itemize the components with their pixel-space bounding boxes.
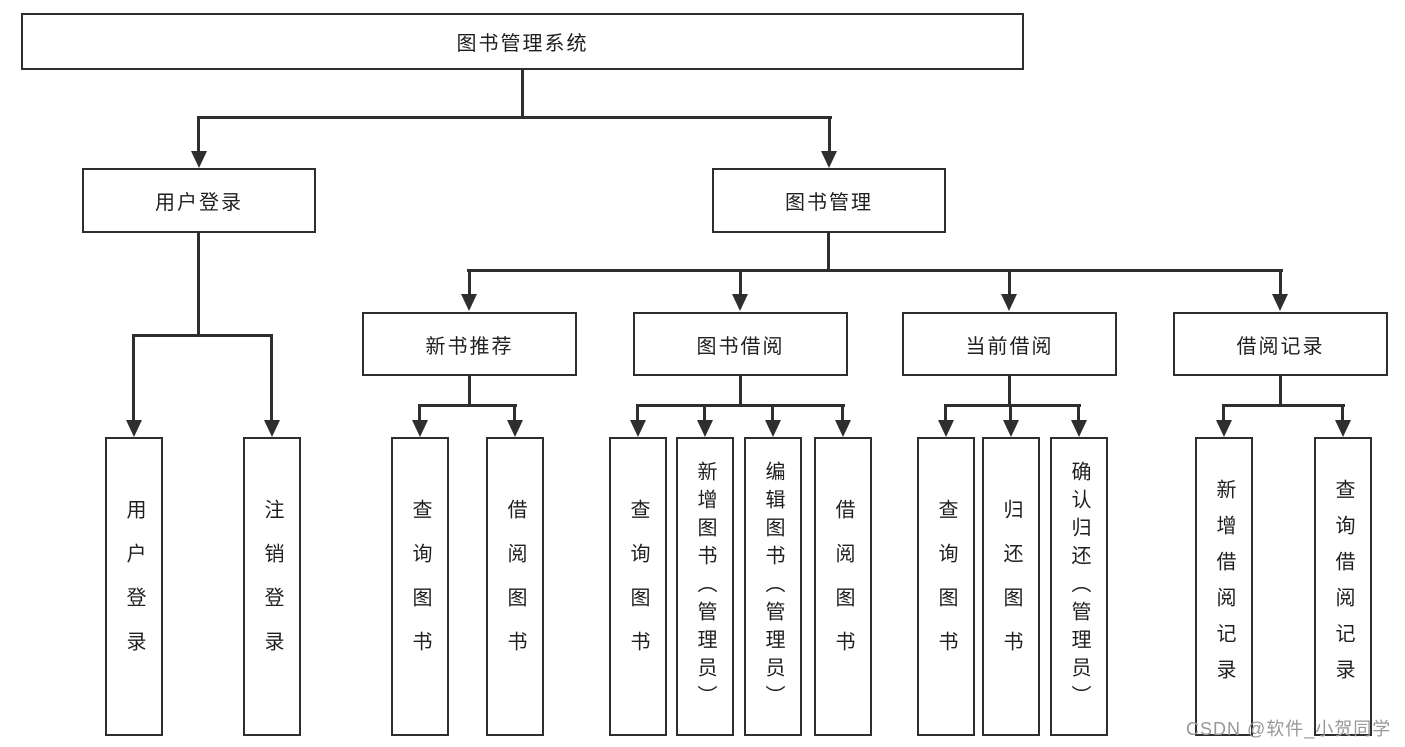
leaf-edit-book-admin: 编辑图书（管理员） (744, 437, 802, 736)
node-label: 图书管理系统 (456, 33, 589, 55)
connector-line (468, 269, 471, 297)
arrow-down-icon (1216, 420, 1232, 437)
arrow-down-icon (821, 151, 837, 168)
leaf-label: 借阅图书 (832, 498, 854, 675)
leaf-label: 编辑图书（管理员） (762, 460, 784, 713)
arrow-down-icon (191, 151, 207, 168)
connector-line (1279, 374, 1282, 407)
connector-line (132, 334, 135, 424)
leaf-confirm-return-admin: 确认归还（管理员） (1050, 437, 1108, 736)
node-book-management: 图书管理 (712, 168, 946, 233)
arrow-down-icon (412, 420, 428, 437)
arrow-down-icon (264, 420, 280, 437)
node-label: 当前借阅 (965, 335, 1054, 358)
leaf-label: 查询图书 (409, 498, 431, 675)
connector-line (197, 231, 200, 337)
arrow-down-icon (461, 294, 477, 311)
arrow-down-icon (1003, 420, 1019, 437)
node-borrow-records: 借阅记录 (1173, 312, 1388, 376)
connector-line (521, 68, 524, 119)
node-book-borrowing: 图书借阅 (633, 312, 848, 376)
leaf-borrow-book: 借阅图书 (814, 437, 872, 736)
node-label: 新书推荐 (425, 335, 514, 358)
connector-line (636, 404, 639, 424)
connector-line (636, 404, 845, 407)
arrow-down-icon (835, 420, 851, 437)
connector-line (1008, 269, 1011, 297)
connector-line (198, 116, 832, 119)
arrow-down-icon (630, 420, 646, 437)
leaf-logout: 注销登录 (243, 437, 301, 736)
arrow-down-icon (732, 294, 748, 311)
leaf-label: 归还图书 (1000, 498, 1022, 675)
connector-line (944, 404, 1081, 407)
node-new-book-recommend: 新书推荐 (362, 312, 577, 376)
node-root-library-system: 图书管理系统 (21, 13, 1024, 70)
leaf-query-borrow-record: 查询借阅记录 (1314, 437, 1372, 736)
connector-line (1341, 404, 1344, 424)
arrow-down-icon (1001, 294, 1017, 311)
connector-line (1008, 374, 1011, 407)
node-label: 图书借阅 (696, 335, 785, 358)
connector-line (270, 334, 273, 424)
connector-line (771, 404, 774, 424)
connector-line (841, 404, 844, 424)
leaf-add-borrow-record: 新增借阅记录 (1195, 437, 1253, 736)
arrow-down-icon (938, 420, 954, 437)
connector-line (513, 404, 516, 424)
arrow-down-icon (1071, 420, 1087, 437)
leaf-label: 新增图书（管理员） (694, 460, 716, 713)
leaf-label: 查询借阅记录 (1332, 478, 1354, 695)
leaf-query-book-borrowing: 查询图书 (609, 437, 667, 736)
leaf-label: 用户登录 (123, 498, 145, 675)
leaf-label: 注销登录 (261, 498, 283, 675)
arrow-down-icon (507, 420, 523, 437)
connector-line (467, 269, 1283, 272)
csdn-watermark: CSDN @软件_小贺同学 (1186, 719, 1392, 739)
arrow-down-icon (697, 420, 713, 437)
node-label: 借阅记录 (1236, 335, 1325, 358)
node-label: 图书管理 (785, 192, 873, 214)
connector-line (1222, 404, 1225, 424)
leaf-label: 借阅图书 (504, 498, 526, 675)
connector-line (1009, 404, 1012, 424)
connector-line (132, 334, 273, 337)
arrow-down-icon (1335, 420, 1351, 437)
node-user-login: 用户登录 (82, 168, 316, 233)
connector-line (944, 404, 947, 424)
arrow-down-icon (765, 420, 781, 437)
leaf-user-login: 用户登录 (105, 437, 163, 736)
leaf-label: 查询图书 (627, 498, 649, 675)
connector-line (739, 269, 742, 297)
leaf-label: 新增借阅记录 (1213, 478, 1235, 695)
connector-line (1077, 404, 1080, 424)
connector-line (703, 404, 706, 424)
connector-line (1222, 404, 1345, 407)
connector-line (1279, 269, 1282, 297)
node-label: 用户登录 (155, 192, 243, 214)
leaf-add-book-admin: 新增图书（管理员） (676, 437, 734, 736)
leaf-query-book-recommend: 查询图书 (391, 437, 449, 736)
leaf-label: 查询图书 (935, 498, 957, 675)
connector-line (739, 374, 742, 407)
leaf-borrow-book-recommend: 借阅图书 (486, 437, 544, 736)
connector-line (418, 404, 517, 407)
connector-line (828, 116, 831, 154)
leaf-query-book-current: 查询图书 (917, 437, 975, 736)
connector-line (418, 404, 421, 424)
leaf-return-book: 归还图书 (982, 437, 1040, 736)
connector-line (827, 231, 830, 272)
leaf-label: 确认归还（管理员） (1068, 460, 1090, 713)
connector-line (468, 374, 471, 407)
arrow-down-icon (126, 420, 142, 437)
connector-line (197, 116, 200, 154)
node-current-borrowing: 当前借阅 (902, 312, 1117, 376)
arrow-down-icon (1272, 294, 1288, 311)
